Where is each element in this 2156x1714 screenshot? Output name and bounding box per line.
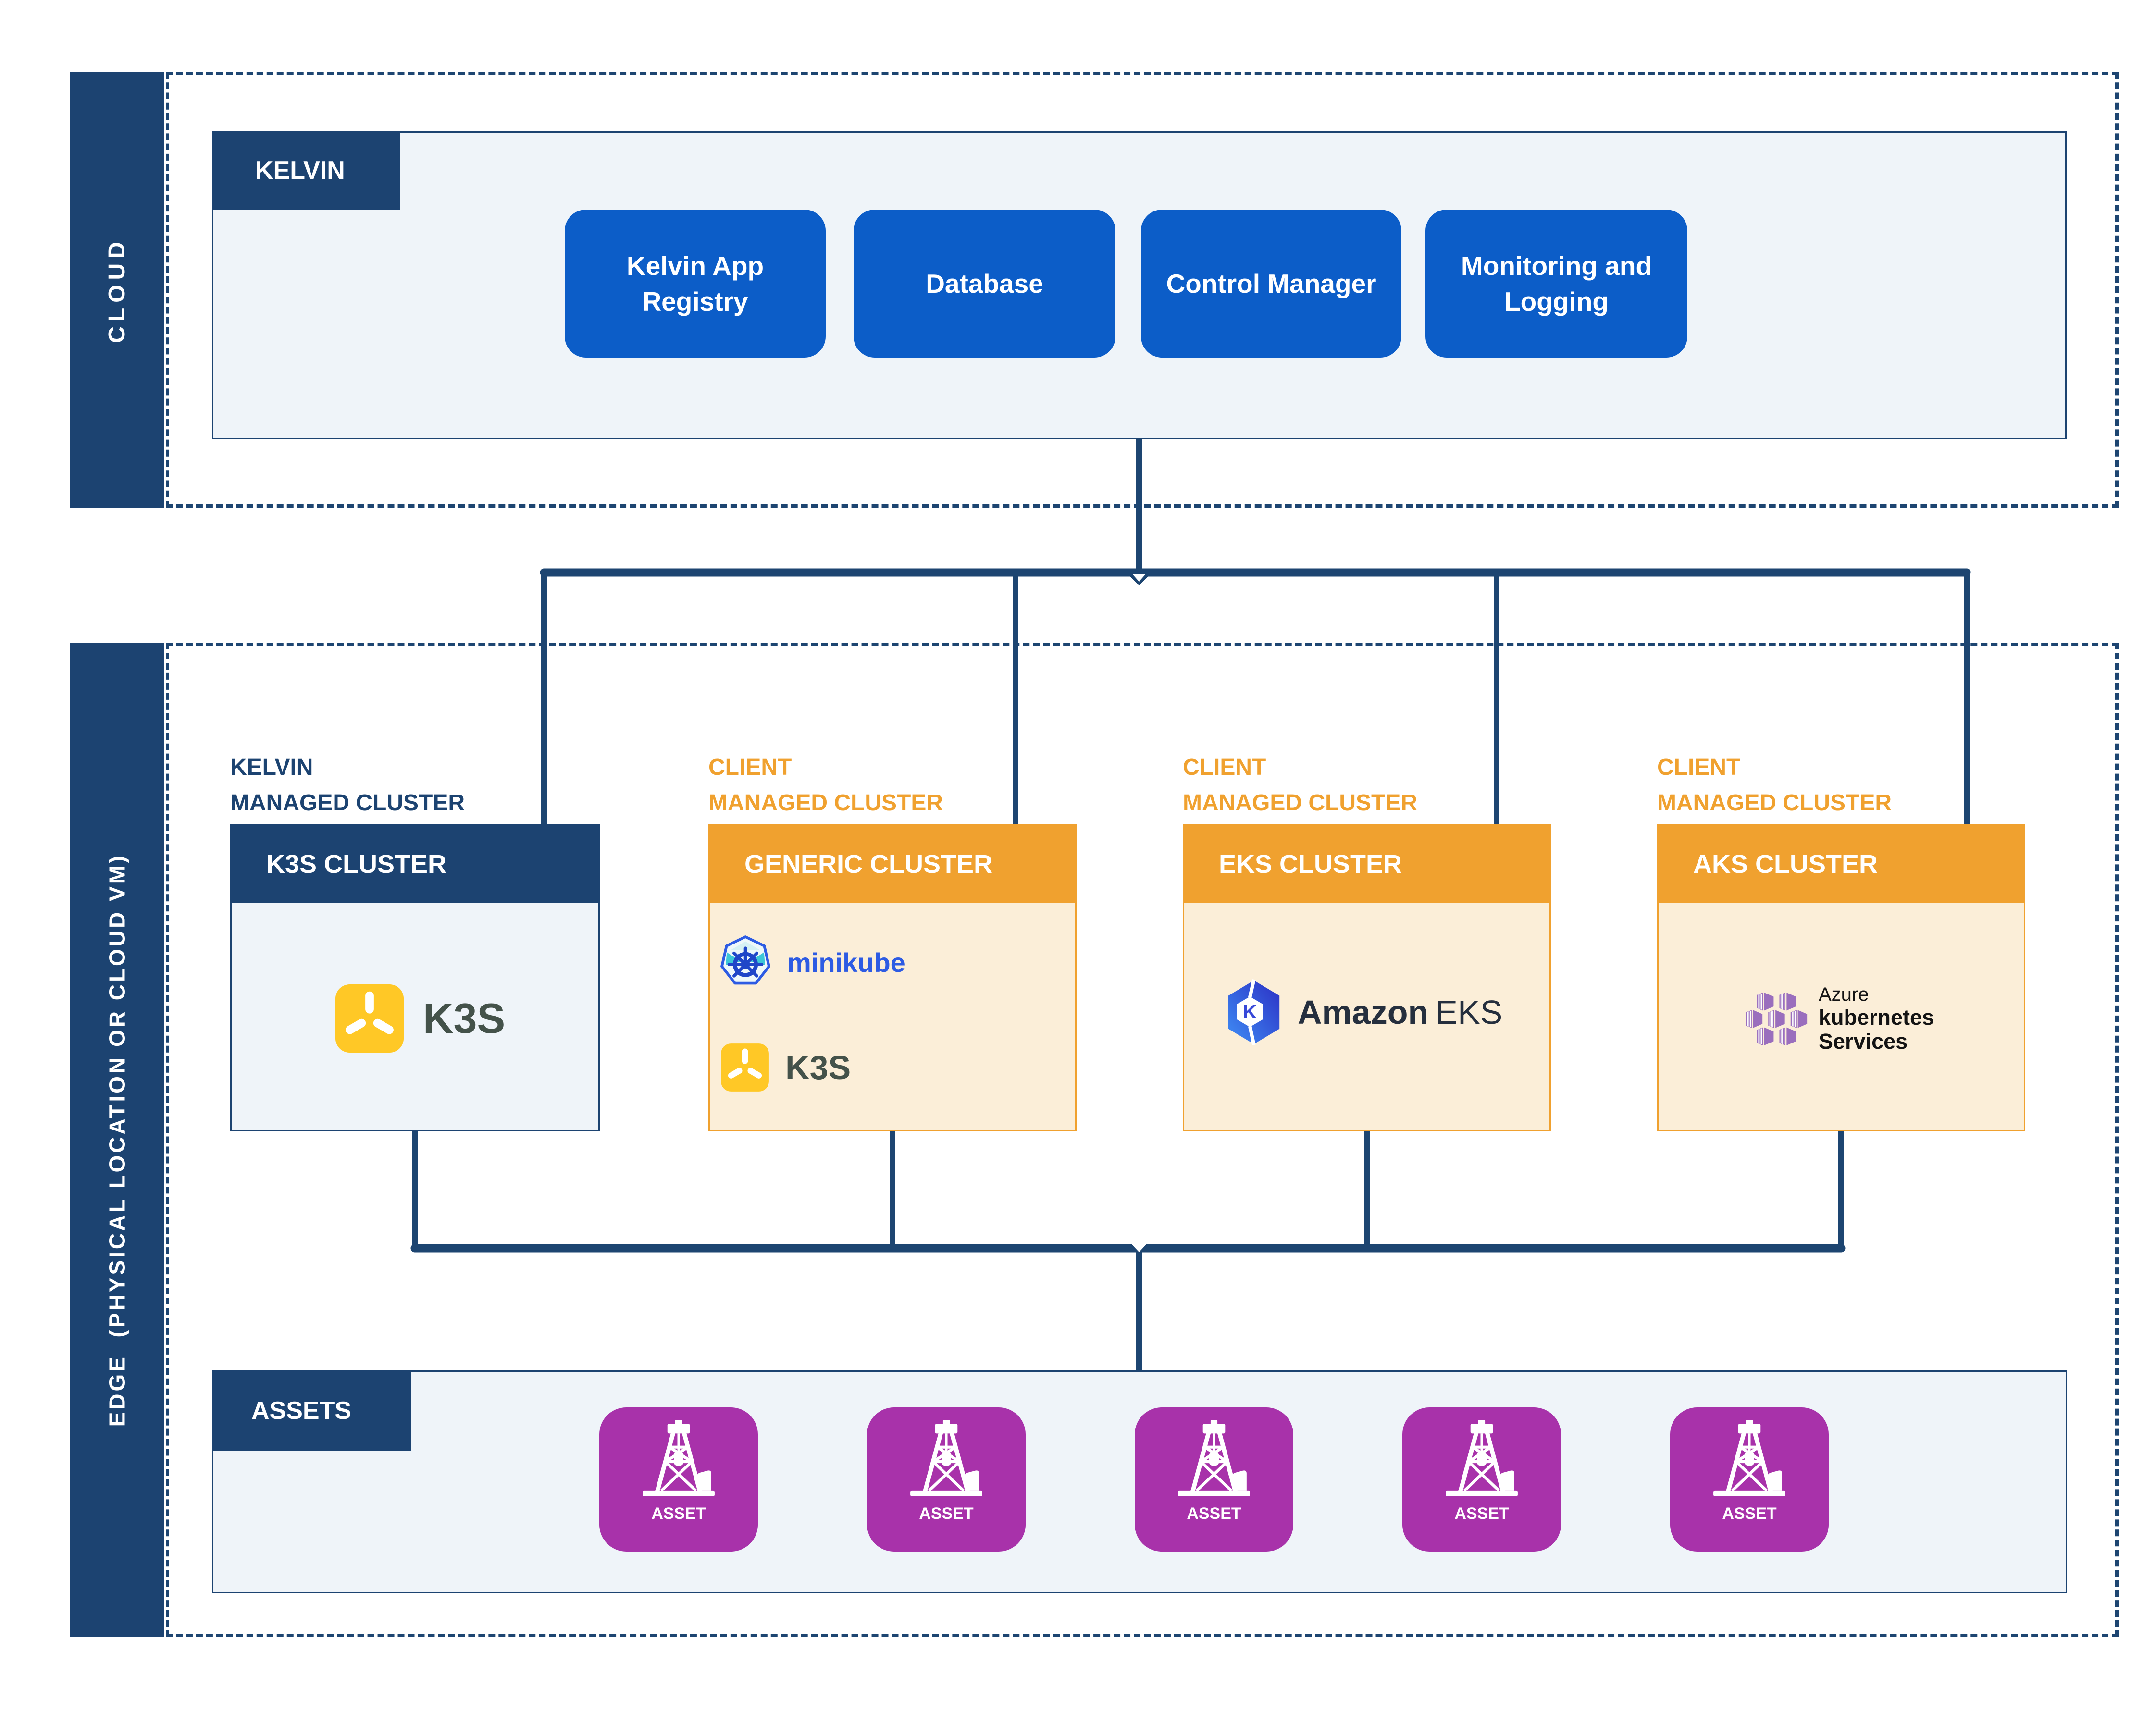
node-label: Database xyxy=(926,268,1043,298)
minikube-logo-text: minikube xyxy=(787,947,905,978)
eks-logo-text: EKS xyxy=(1435,994,1503,1031)
aks-logo-text-line1: Azure xyxy=(1819,984,1869,1005)
asset-tile: ASSET xyxy=(599,1407,758,1552)
eks-cluster-box: EKS CLUSTER xyxy=(1183,824,1551,1131)
k3s-small-logo-row: K3S xyxy=(720,1043,851,1093)
kelvin-tab: KELVIN xyxy=(212,131,400,210)
kelvin-app-registry-node: Kelvin App Registry xyxy=(565,210,826,358)
aks-cluster-box: AKS CLUSTER xyxy=(1657,824,2025,1131)
node-label: Control Manager xyxy=(1166,268,1376,298)
aks-logo-text-line3: Services xyxy=(1819,1029,1908,1054)
oil-derrick-icon xyxy=(643,1420,715,1496)
client-managed-cluster-label-1: CLIENT MANAGED CLUSTER xyxy=(708,755,943,816)
minikube-logo-row: minikube xyxy=(720,934,905,991)
asset-tile: ASSET xyxy=(1402,1407,1561,1552)
k3s-cluster-header: K3S CLUSTER xyxy=(232,826,598,903)
kelvin-managed-cluster-label: KELVIN MANAGED CLUSTER xyxy=(230,755,465,816)
oil-derrick-icon xyxy=(1178,1420,1250,1496)
asset-tile: ASSET xyxy=(1670,1407,1829,1552)
client-managed-cluster-label-3: CLIENT MANAGED CLUSTER xyxy=(1657,755,1892,816)
cloud-region-border xyxy=(166,72,2119,508)
asset-tile: ASSET xyxy=(1135,1407,1293,1552)
k3s-icon xyxy=(335,984,404,1053)
assets-tab: ASSETS xyxy=(212,1370,411,1451)
edge-region-bar: EDGE (PHYSICAL LOCATION OR CLOUD VM) xyxy=(70,643,164,1637)
generic-cluster-header: GENERIC CLUSTER xyxy=(710,826,1075,903)
k3s-logo-row: K3S xyxy=(334,983,505,1054)
generic-cluster-box: GENERIC CLUSTER xyxy=(708,824,1077,1131)
oil-derrick-icon xyxy=(1446,1420,1518,1496)
control-manager-node: Control Manager xyxy=(1141,210,1401,358)
cloud-region-bar: CLOUD xyxy=(70,72,164,508)
eks-cluster-header: EKS CLUSTER xyxy=(1184,826,1549,903)
node-label: Monitoring and Logging xyxy=(1461,250,1652,316)
k3s-icon xyxy=(721,1043,769,1092)
amazon-eks-icon: K xyxy=(1228,979,1280,1045)
k3s-small-logo-text: K3S xyxy=(785,1049,851,1086)
minikube-icon xyxy=(720,935,770,985)
k3s-logo-text: K3S xyxy=(423,994,506,1042)
svg-text:K: K xyxy=(1243,1001,1257,1023)
oil-derrick-icon xyxy=(910,1420,982,1496)
client-managed-cluster-label-2: CLIENT MANAGED CLUSTER xyxy=(1183,755,1417,816)
aks-cluster-header: AKS CLUSTER xyxy=(1659,826,2024,903)
edge-region-label: EDGE (PHYSICAL LOCATION OR CLOUD VM) xyxy=(104,853,130,1427)
assets-tab-label: ASSETS xyxy=(251,1397,352,1425)
cloud-region-label: CLOUD xyxy=(104,236,130,343)
amazon-logo-text: Amazon xyxy=(1298,994,1429,1031)
kelvin-tab-label: KELVIN xyxy=(255,156,345,185)
oil-derrick-icon xyxy=(1713,1420,1785,1496)
node-label: Kelvin App Registry xyxy=(626,250,764,316)
aks-icon xyxy=(1745,992,1808,1045)
arrowhead-notch xyxy=(1132,1244,1146,1252)
k3s-cluster-box: K3S CLUSTER xyxy=(230,824,600,1131)
aks-logo-row: Azure kubernetes Services xyxy=(1745,984,1934,1054)
database-node: Database xyxy=(854,210,1115,358)
kelvin-panel xyxy=(212,131,2067,439)
aks-logo-text-line2: kubernetes xyxy=(1819,1005,1934,1030)
asset-tile: ASSET xyxy=(867,1407,1026,1552)
edge-region-border xyxy=(166,643,2119,1637)
monitoring-logging-node: Monitoring and Logging xyxy=(1425,210,1687,358)
